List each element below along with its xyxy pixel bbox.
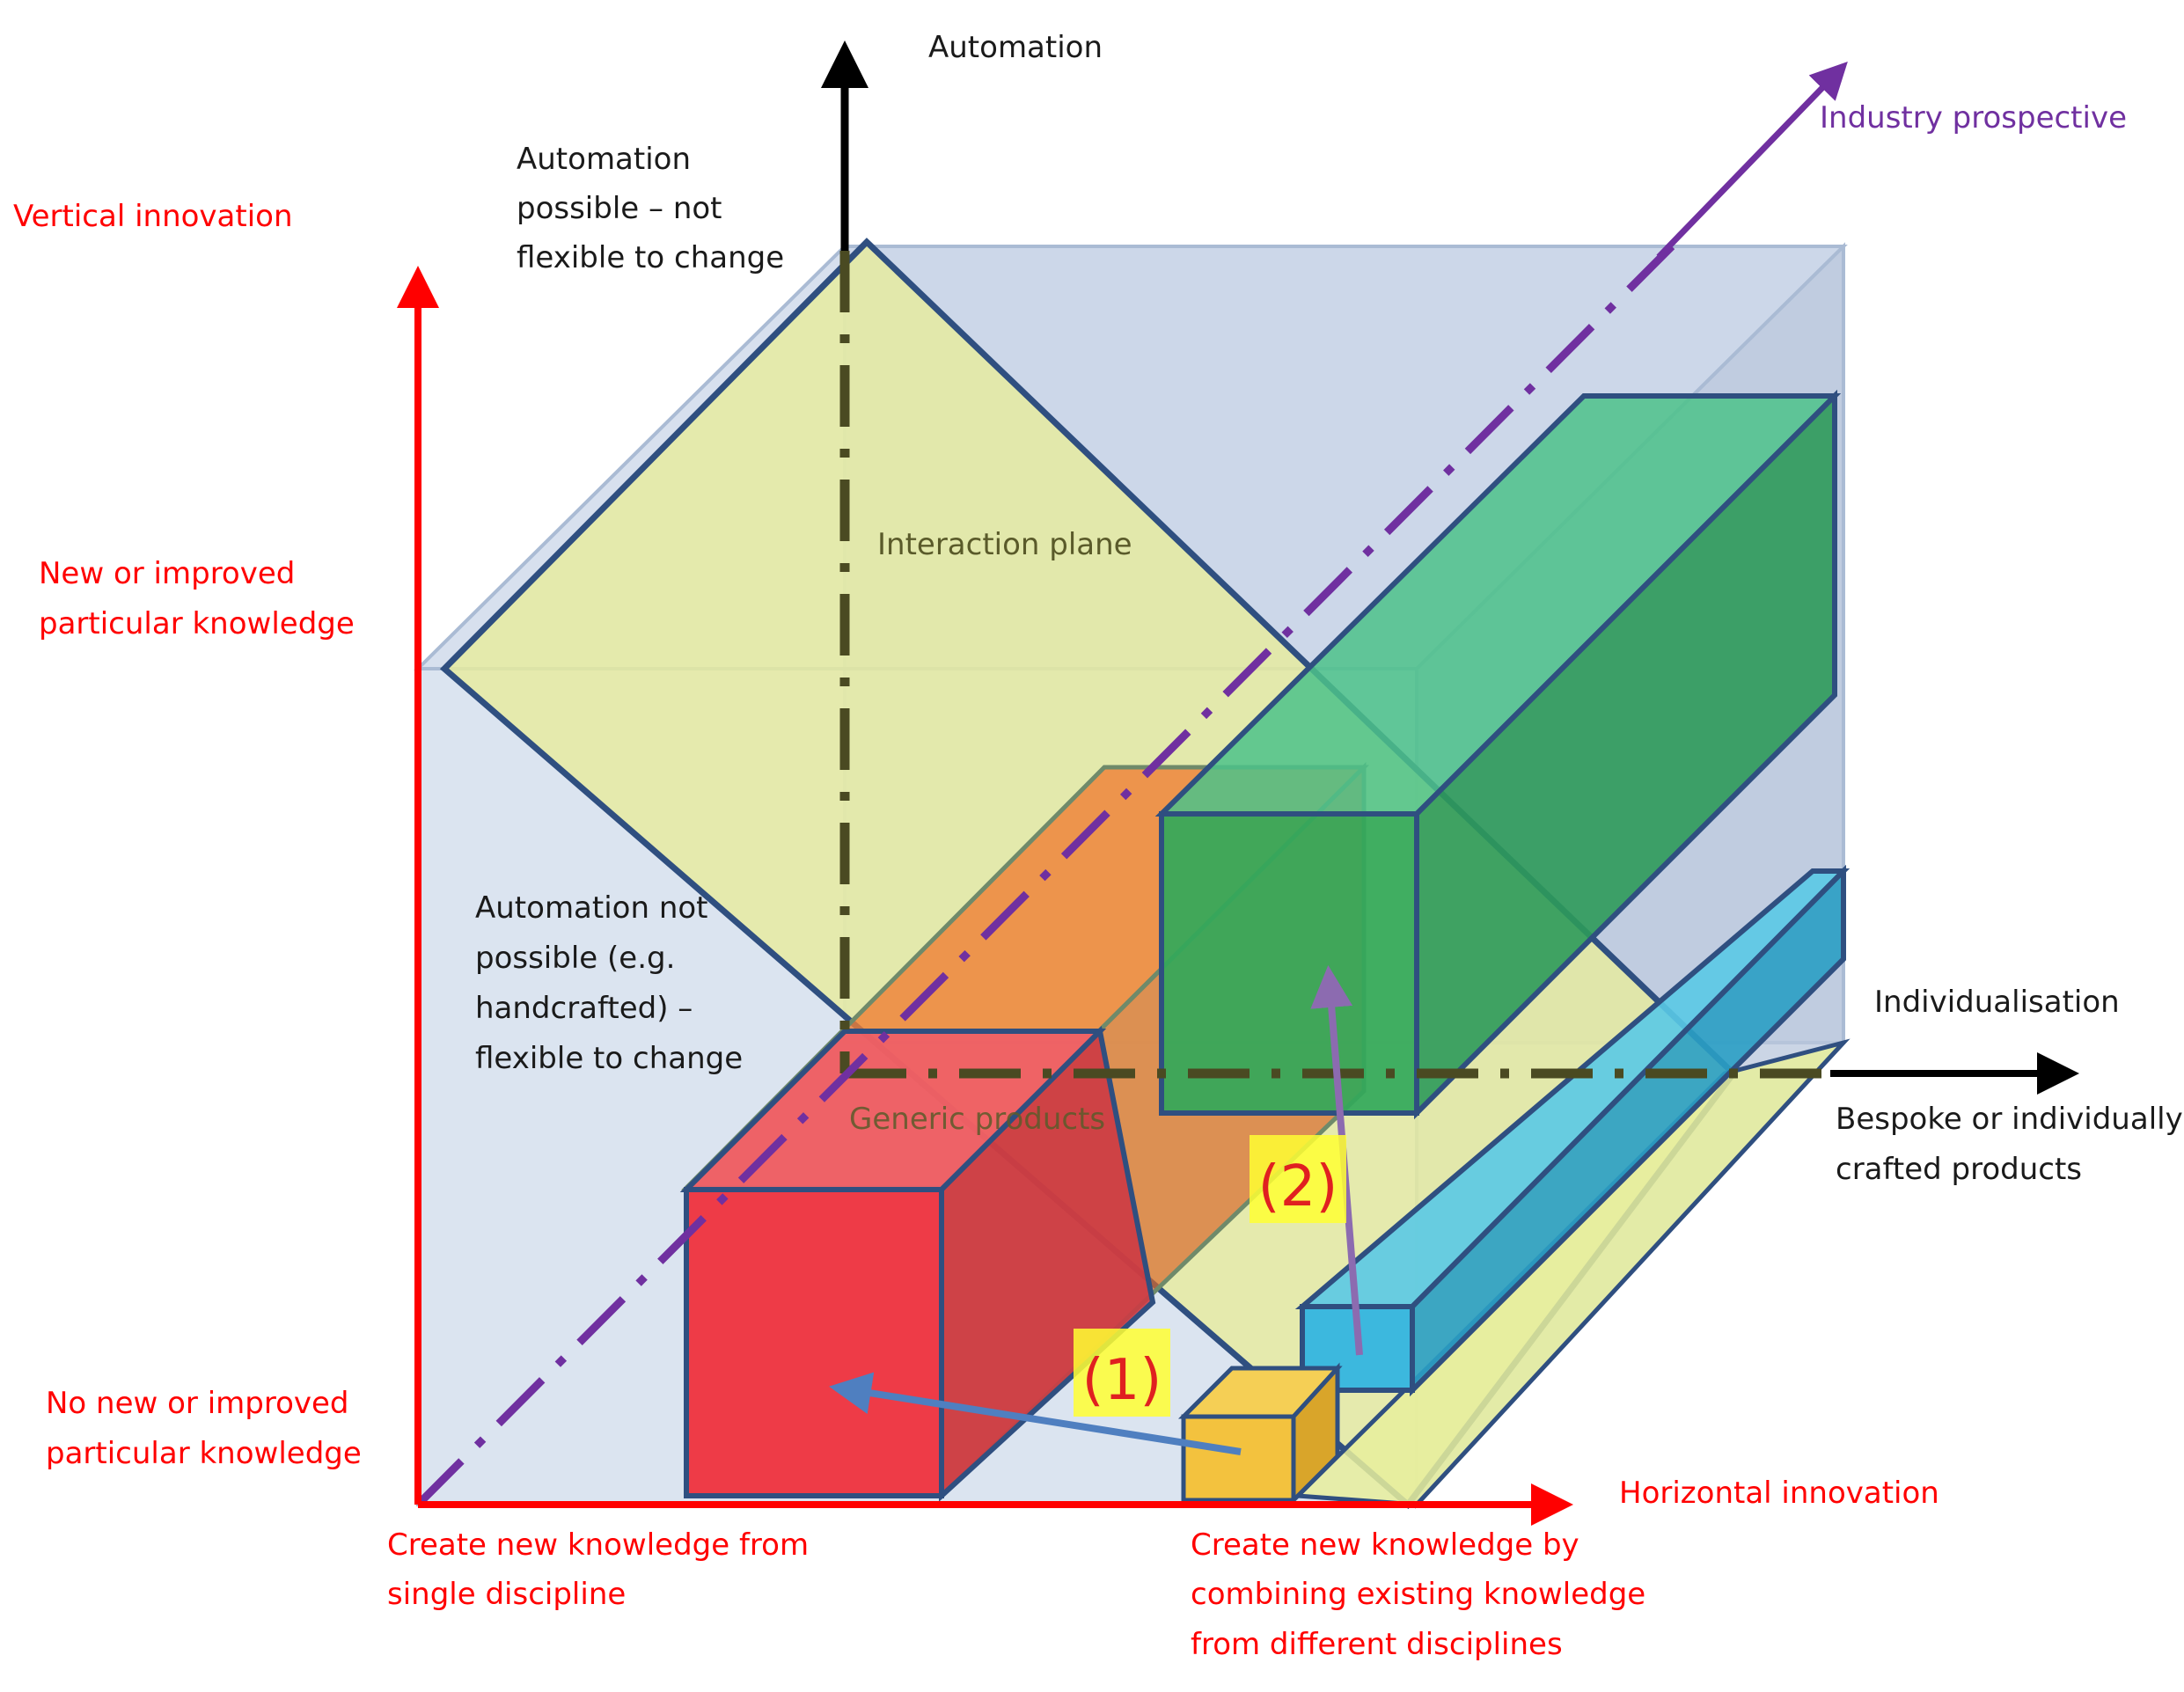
new-knowledge-label: New or improved particular knowledge bbox=[39, 556, 355, 641]
yellow-box-front bbox=[1181, 1414, 1296, 1503]
green-box bbox=[1154, 389, 1842, 1120]
bespoke-products-label: Bespoke or individually crafted products bbox=[1836, 1102, 2184, 1187]
cyan-box bbox=[1294, 864, 1851, 1397]
single-discipline-label: Create new knowledge from single discipl… bbox=[387, 1527, 818, 1612]
automation-not-possible-label: Automation not possible (e.g. handcrafte… bbox=[475, 890, 743, 1076]
interaction-plane-label: Interaction plane bbox=[877, 527, 1132, 562]
industry-dashdot-line bbox=[414, 243, 1675, 1508]
automation-axis-label: Automation bbox=[928, 30, 1103, 65]
marker-two-label: (2) bbox=[1258, 1154, 1338, 1220]
arrow-yellow-to-red bbox=[829, 1372, 1242, 1455]
horizontal-innovation-label: Horizontal innovation bbox=[1619, 1476, 1939, 1511]
marker-one-highlight bbox=[1074, 1329, 1170, 1417]
automation-possible-label: Automation possible – not flexible to ch… bbox=[517, 142, 784, 275]
marker-two-highlight bbox=[1250, 1135, 1346, 1223]
yellow-box bbox=[1177, 1362, 1343, 1506]
green-box-front bbox=[1159, 811, 1419, 1116]
individualisation-label: Individualisation bbox=[1874, 985, 2120, 1020]
vertical-innovation-label: Vertical innovation bbox=[13, 199, 293, 234]
red-box-front bbox=[684, 1187, 944, 1498]
marker-one-label: (1) bbox=[1082, 1348, 1162, 1413]
industry-prospective-arrow bbox=[1656, 61, 1848, 260]
combining-disciplines-label: Create new knowledge by combining existi… bbox=[1191, 1527, 1655, 1662]
no-new-knowledge-label: No new or improved particular knowledge bbox=[46, 1386, 362, 1471]
generic-products-label: Generic products bbox=[849, 1102, 1105, 1137]
industry-prospective-label: Industry prospective bbox=[1820, 100, 2127, 136]
